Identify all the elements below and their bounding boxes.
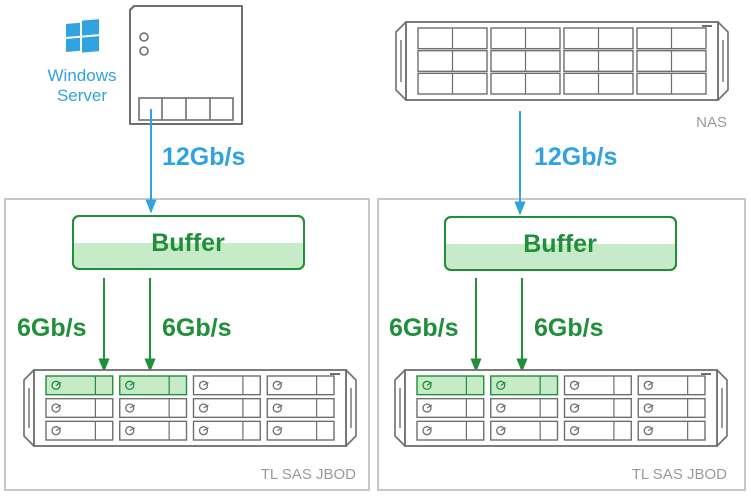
drive-bay — [563, 420, 632, 441]
drive-latch-icon — [569, 426, 580, 436]
reset-button-icon — [139, 46, 149, 56]
drive-latch-icon — [496, 403, 506, 413]
left-jbod-label: TL SAS JBOD — [261, 466, 356, 483]
left-lane-speed-1: 6Gb/s — [17, 314, 86, 342]
drive-latch-icon — [198, 426, 209, 436]
drive-bay — [490, 397, 559, 419]
drive-bay — [45, 420, 114, 441]
drive-latch-icon — [125, 426, 135, 436]
drive-latch-icon — [198, 380, 209, 390]
drive-bay — [119, 420, 188, 441]
drive-bay — [563, 375, 632, 396]
drive-bay — [416, 397, 485, 419]
right-lane-speed-1: 6Gb/s — [389, 314, 458, 342]
right-panel-frame — [377, 198, 746, 491]
drive-bay — [637, 420, 706, 441]
drive-latch-icon — [422, 403, 432, 413]
drive-bay — [637, 397, 706, 419]
drive-bay — [266, 420, 335, 441]
os-label-line2: Server — [57, 86, 107, 105]
left-link-speed: 12Gb/s — [162, 143, 245, 171]
drive-bay — [266, 375, 335, 396]
drive-latch-icon — [496, 426, 506, 436]
drive-latch-icon — [422, 380, 432, 390]
windows-logo-icon — [66, 19, 99, 53]
brand-mark — [330, 373, 340, 375]
drive-latch-icon — [125, 380, 135, 390]
drive-latch-icon — [51, 426, 61, 436]
left-buffer-label: Buffer — [151, 229, 225, 257]
left-buffer — [72, 215, 305, 270]
left-lane-speed-2: 6Gb/s — [162, 314, 231, 342]
brand-mark — [701, 373, 711, 375]
drive-latch-icon — [198, 403, 209, 413]
drive-latch-icon — [643, 403, 653, 413]
nas-label: NAS — [696, 114, 727, 131]
drive-bay — [416, 420, 485, 441]
left-jbod-chassis — [23, 369, 357, 447]
right-lane-speed-2: 6Gb/s — [534, 314, 603, 342]
drive-bay — [637, 375, 706, 396]
drive-latch-icon — [569, 380, 580, 390]
drive-bay — [416, 375, 485, 396]
drive-latch-icon — [125, 403, 135, 413]
drive-bay — [192, 375, 261, 396]
right-link-speed: 12Gb/s — [534, 143, 617, 171]
right-buffer-label: Buffer — [523, 230, 597, 258]
drive-bay — [119, 375, 188, 396]
right-jbod-label: TL SAS JBOD — [632, 466, 727, 483]
drive-bay — [563, 397, 632, 419]
left-panel-frame — [4, 198, 370, 491]
drive-bay — [45, 397, 114, 419]
nas-rack-chassis — [395, 21, 729, 101]
drive-latch-icon — [272, 403, 282, 413]
right-jbod-chassis — [394, 369, 728, 447]
right-buffer — [444, 216, 677, 271]
drive-latch-icon — [643, 380, 653, 390]
drive-latch-icon — [272, 426, 282, 436]
drive-latch-icon — [51, 403, 61, 413]
drive-bay — [266, 397, 335, 419]
drive-bay — [119, 397, 188, 419]
drive-latch-icon — [51, 380, 61, 390]
drive-latch-icon — [272, 380, 282, 390]
drive-latch-icon — [496, 380, 506, 390]
drive-latch-icon — [643, 426, 653, 436]
power-button-icon — [139, 32, 149, 42]
drive-bay — [490, 420, 559, 441]
drive-latch-icon — [569, 403, 580, 413]
drive-bay — [192, 420, 261, 441]
os-label-line1: Windows — [48, 66, 117, 85]
drive-bay — [192, 397, 261, 419]
drive-latch-icon — [422, 426, 432, 436]
server-tower — [129, 5, 243, 125]
drive-bay — [45, 375, 114, 396]
drive-bay — [490, 375, 559, 396]
brand-mark — [702, 25, 712, 27]
